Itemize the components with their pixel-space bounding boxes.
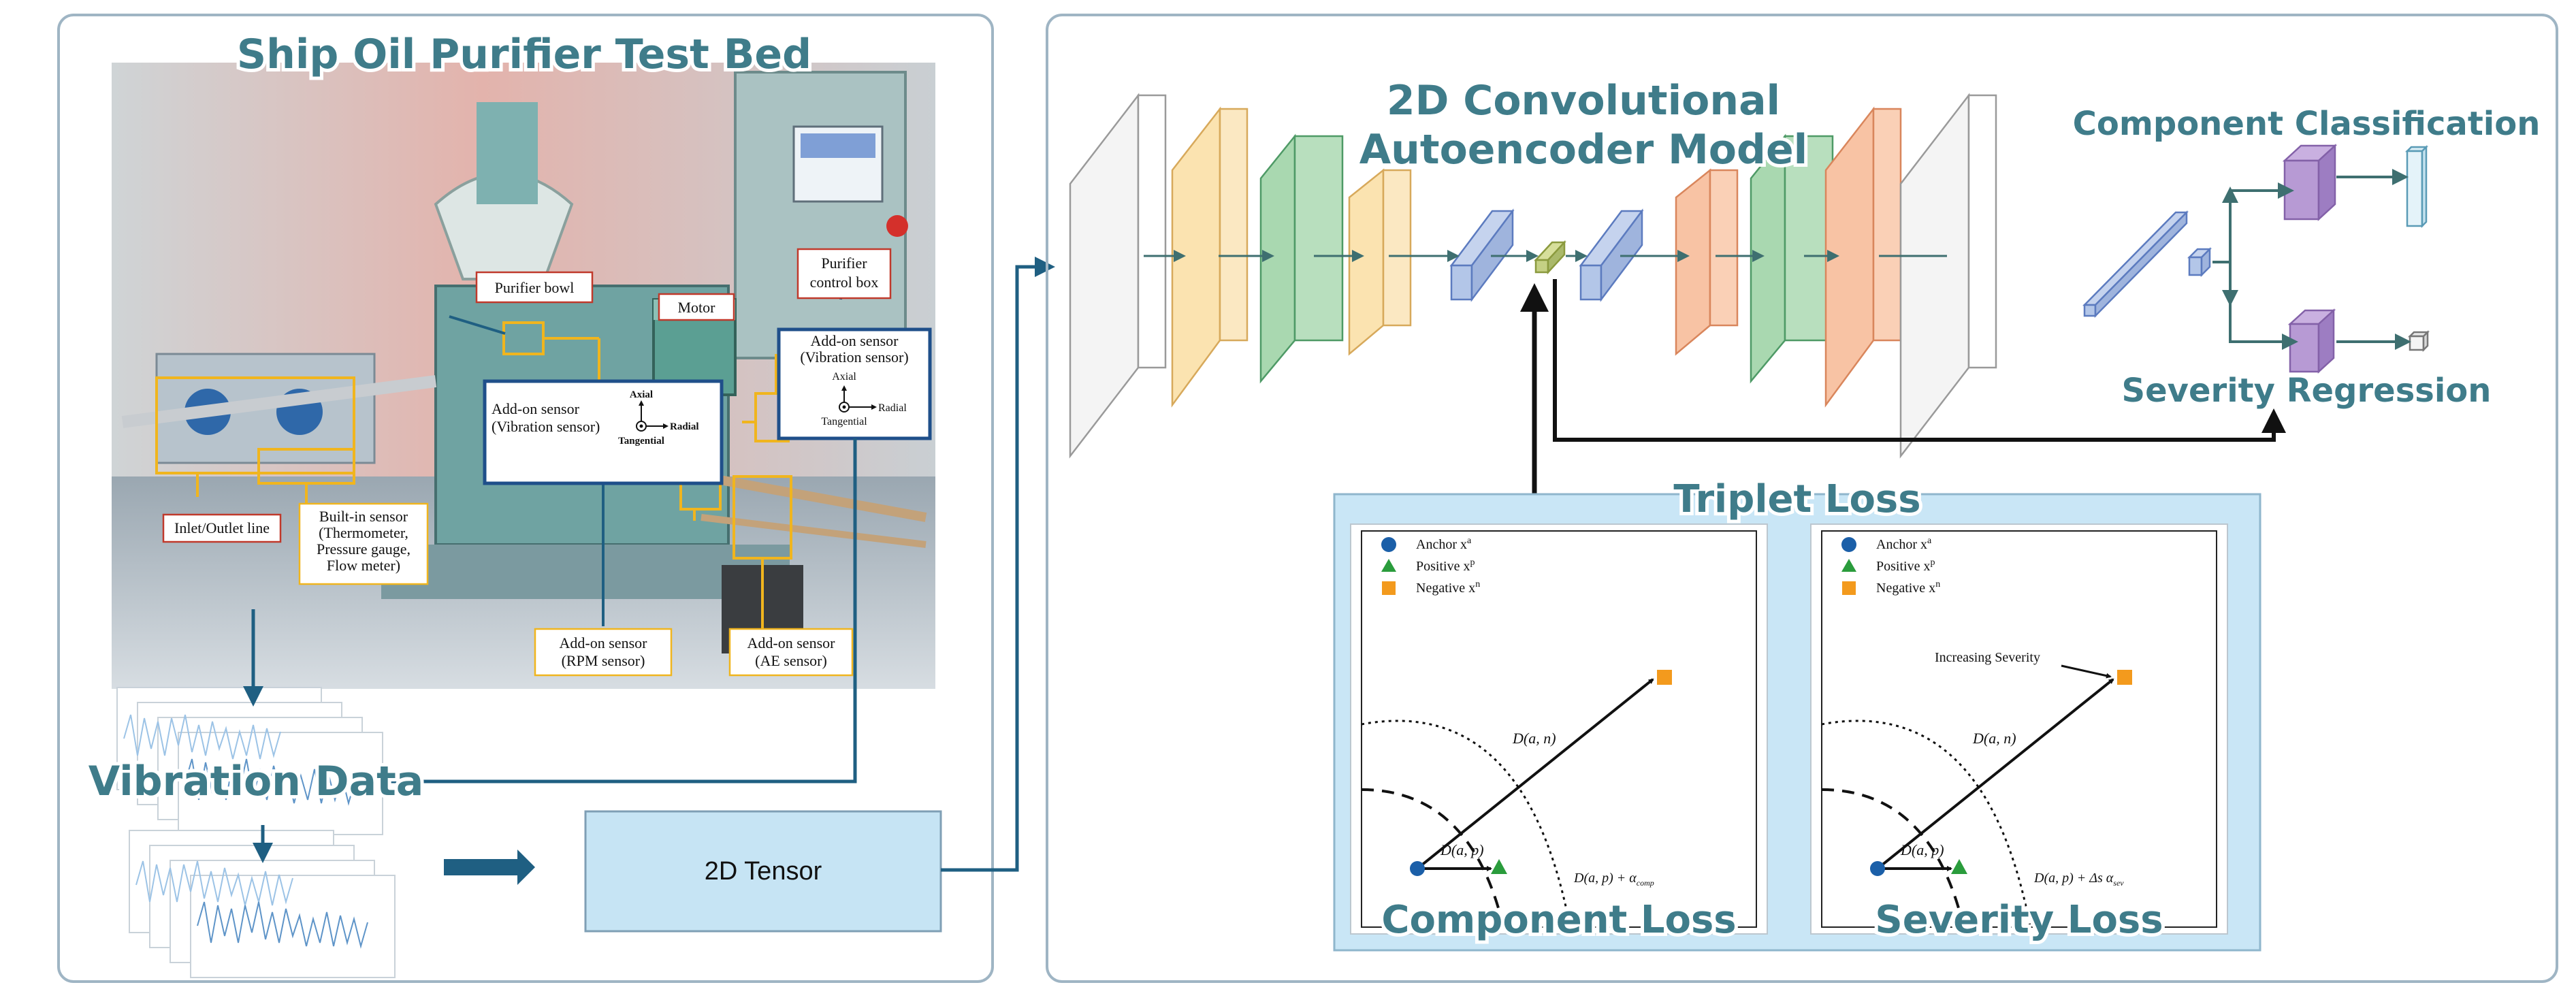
rpm-line1: Add-on sensor xyxy=(560,634,648,651)
vibration-plots-lower xyxy=(129,830,396,978)
label-inlet-outlet: Inlet/Outlet line xyxy=(162,513,282,543)
vib-sensor-2-tangential: Tangential xyxy=(821,416,867,427)
negative-point xyxy=(1657,670,1672,685)
arrow-sensor-to-model xyxy=(381,438,857,783)
model-title-line2: Autoencoder Model xyxy=(1359,126,1808,174)
label-control-box: Purifier control box xyxy=(796,248,892,300)
arrow-tensor-to-model xyxy=(941,257,1055,872)
d-an-label-2: D(a, n) xyxy=(1972,730,2016,747)
test-bed-panel xyxy=(57,14,994,983)
layer-decoder-2 xyxy=(1675,168,1739,356)
legend-anchor-2: Anchor xa xyxy=(1876,536,1932,552)
vib-sensor-1-radial: Radial xyxy=(670,421,699,432)
purifier-bowl-label: Purifier bowl xyxy=(495,279,575,296)
label-vibration-sensor-1: Add-on sensor (Vibration sensor) Axial R… xyxy=(483,379,724,485)
arrow-data-to-tensor xyxy=(444,850,535,885)
margin-sev-label: D(a, p) + Δs αsev xyxy=(2033,871,2124,888)
head-regression-block xyxy=(2287,308,2336,374)
layer-latent xyxy=(1534,240,1566,275)
tensor-label: 2D Tensor xyxy=(705,857,822,886)
motor-label: Motor xyxy=(678,299,716,316)
head-latent xyxy=(2187,246,2212,278)
builtin-line1: Built-in sensor xyxy=(319,508,408,525)
head-feature-vector xyxy=(2082,210,2189,319)
ae-line1: Add-on sensor xyxy=(747,634,836,651)
margin-circle xyxy=(1361,720,1571,926)
severity-loss-title: Severity Loss xyxy=(1875,898,2163,942)
label-vibration-sensor-2: Add-on sensor (Vibration sensor) Axial R… xyxy=(777,327,932,440)
vib-sensor-1-axial: Axial xyxy=(630,389,653,400)
legend-negative: Negative xn xyxy=(1416,579,1480,596)
model-panel xyxy=(1046,14,2558,983)
severity-regression-title: Severity Regression xyxy=(2122,372,2492,410)
inlet-outlet-label: Inlet/Outlet line xyxy=(174,519,270,536)
margin-comp-label: D(a, p) + αcomp xyxy=(1573,871,1654,888)
component-classification-title: Component Classification xyxy=(2073,105,2541,143)
label-purifier-bowl: Purifier bowl xyxy=(475,271,594,304)
head-regression-output xyxy=(2407,329,2430,353)
vib-sensor-2-line2: (Vibration sensor) xyxy=(800,349,908,366)
vibration-data-title: Vibration Data xyxy=(88,758,424,805)
layer-output xyxy=(1899,93,1997,459)
increasing-severity-label: Increasing Severity xyxy=(1935,650,2040,665)
ae-line2: (AE sensor) xyxy=(755,652,827,669)
test-bed-title: Ship Oil Purifier Test Bed xyxy=(237,31,811,78)
layer-encoder-1 xyxy=(1171,106,1249,408)
positive-legend-marker xyxy=(1381,559,1396,572)
control-box-label-1: Purifier xyxy=(821,255,867,272)
builtin-line3: Pressure gauge, xyxy=(317,540,410,557)
legend-negative-2: Negative xn xyxy=(1876,579,1940,596)
layer-input xyxy=(1069,93,1167,459)
legend-positive-2: Positive xp xyxy=(1876,557,1935,574)
head-classification-output xyxy=(2404,144,2429,229)
test-bed-photo xyxy=(112,63,935,689)
model-title-line1: 2D Convolutional xyxy=(1387,77,1780,125)
legend-anchor: Anchor xa xyxy=(1416,536,1472,552)
severity-loss-plot: Anchor xa Positive xp Negative xn Increa… xyxy=(1810,523,2228,935)
d-ap-label-2: D(a, p) xyxy=(1900,841,1944,858)
legend-positive: Positive xp xyxy=(1416,557,1475,574)
arrow-latent-to-heads xyxy=(1553,279,2286,442)
head-arrows xyxy=(2212,169,2411,350)
vib-sensor-1-tangential: Tangential xyxy=(618,436,664,447)
label-rpm-sensor: Add-on sensor (RPM sensor) xyxy=(534,628,673,677)
layer-encoder-3 xyxy=(1348,168,1412,356)
builtin-line2: (Thermometer, xyxy=(319,524,408,541)
negative-legend-marker xyxy=(1382,581,1396,595)
triplet-loss-title: Triplet Loss xyxy=(1673,477,1920,521)
positive-point xyxy=(1491,859,1507,874)
autoencoder-layers xyxy=(1069,93,1997,459)
rpm-line2: (RPM sensor) xyxy=(562,652,645,669)
layer-encoder-2 xyxy=(1259,133,1344,384)
anchor-point xyxy=(1410,861,1425,876)
vibration-plots-upper xyxy=(116,687,383,835)
control-box-label-2: control box xyxy=(810,274,879,291)
builtin-line4: Flow meter) xyxy=(327,557,400,574)
positive-radius-circle xyxy=(1361,788,1504,926)
label-ae-sensor: Add-on sensor (AE sensor) xyxy=(728,628,854,677)
vib-sensor-1-line2: (Vibration sensor) xyxy=(492,418,600,435)
d-ap-label: D(a, p) xyxy=(1440,841,1484,858)
vib-sensor-2-axial: Axial xyxy=(832,371,856,383)
label-builtin-sensor: Built-in sensor (Thermometer, Pressure g… xyxy=(298,502,429,585)
vib-sensor-2-line1: Add-on sensor xyxy=(811,332,899,349)
layer-decoder-4 xyxy=(1824,106,1902,408)
d-an-label: D(a, n) xyxy=(1512,730,1556,747)
anchor-legend-marker xyxy=(1381,537,1396,552)
component-loss-plot: Anchor xa Positive xp Negative xn D(a, n… xyxy=(1350,523,1768,935)
component-loss-title: Component Loss xyxy=(1381,898,1736,942)
label-motor: Motor xyxy=(658,293,735,321)
vib-sensor-1-line1: Add-on sensor xyxy=(492,400,580,417)
heads xyxy=(2082,144,2430,374)
head-classification-block xyxy=(2282,144,2338,221)
vib-sensor-2-radial: Radial xyxy=(878,402,907,414)
